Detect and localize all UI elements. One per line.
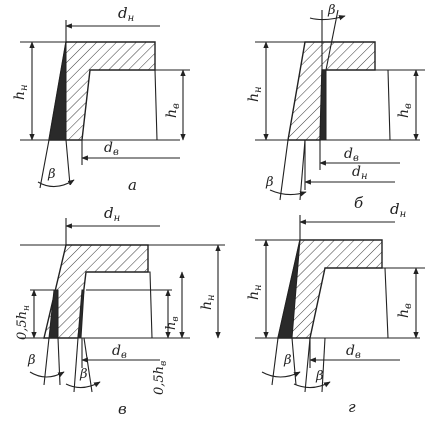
panel-a: hн hв dн dв β а	[12, 4, 190, 194]
svg-text:0,5hв: 0,5hв	[152, 361, 169, 395]
panel-b-dn-label: dн	[352, 164, 368, 182]
panel-b-dv-label: dв	[344, 146, 359, 164]
panel-b-beta-top-label: β	[327, 3, 336, 18]
panel-g: dн hн hв dв β β г	[246, 200, 425, 416]
panel-b: hн hв β dв dн β б	[246, 3, 425, 212]
panel-a-hv-label: hв	[164, 103, 182, 118]
svg-text:hв: hв	[396, 103, 414, 118]
panel-a-caption: а	[128, 176, 137, 194]
panel-v-dn-label: dн	[104, 204, 120, 224]
panel-v: dн 0,5hн hв hн 0,5hв dв β	[15, 204, 225, 418]
panel-g-hn-label: hн	[246, 284, 264, 300]
panel-a-wedge	[48, 41, 67, 141]
panel-v-half-hn-label: 0,5hн	[15, 305, 32, 340]
panel-g-dv-label: dв	[346, 343, 361, 361]
panel-b-caption: б	[354, 194, 364, 212]
panel-v-beta-label: β	[27, 353, 36, 368]
panel-b-hn-label: hн	[246, 86, 264, 102]
panel-b-beta-label: β	[265, 175, 274, 190]
svg-text:hв: hв	[164, 103, 182, 118]
panel-b-hv-label: hв	[396, 103, 414, 118]
panel-g-beta2-label: β	[315, 369, 324, 384]
svg-text:hв: hв	[164, 316, 181, 330]
panel-g-caption: г	[348, 398, 356, 416]
svg-text:hн: hн	[246, 86, 264, 102]
svg-text:hв: hв	[396, 303, 414, 318]
svg-text:hн: hн	[199, 294, 217, 310]
panel-v-half-hv-label: 0,5hв	[152, 361, 169, 395]
panel-v-hn-label: hн	[199, 294, 217, 310]
panel-v-dv-label: dв	[112, 343, 127, 361]
panel-v-caption: в	[118, 400, 127, 418]
panel-a-hn-label: hн	[12, 84, 30, 100]
panel-a-dn-label: dн	[118, 4, 134, 24]
panel-g-hv-label: hв	[396, 303, 414, 318]
panel-v-beta2-label: β	[79, 367, 88, 382]
panel-v-section	[43, 244, 149, 339]
panel-g-beta-label: β	[283, 353, 292, 368]
svg-text:hн: hн	[246, 284, 264, 300]
panel-a-dv-label: dв	[104, 140, 119, 158]
panel-a-beta-label: β	[47, 167, 56, 182]
svg-text:hн: hн	[12, 84, 30, 100]
panel-v-hv-label: hв	[164, 316, 181, 330]
svg-text:0,5hн: 0,5hн	[15, 305, 32, 340]
panel-g-dn-label: dн	[390, 200, 406, 220]
panel-b-section	[287, 41, 376, 141]
